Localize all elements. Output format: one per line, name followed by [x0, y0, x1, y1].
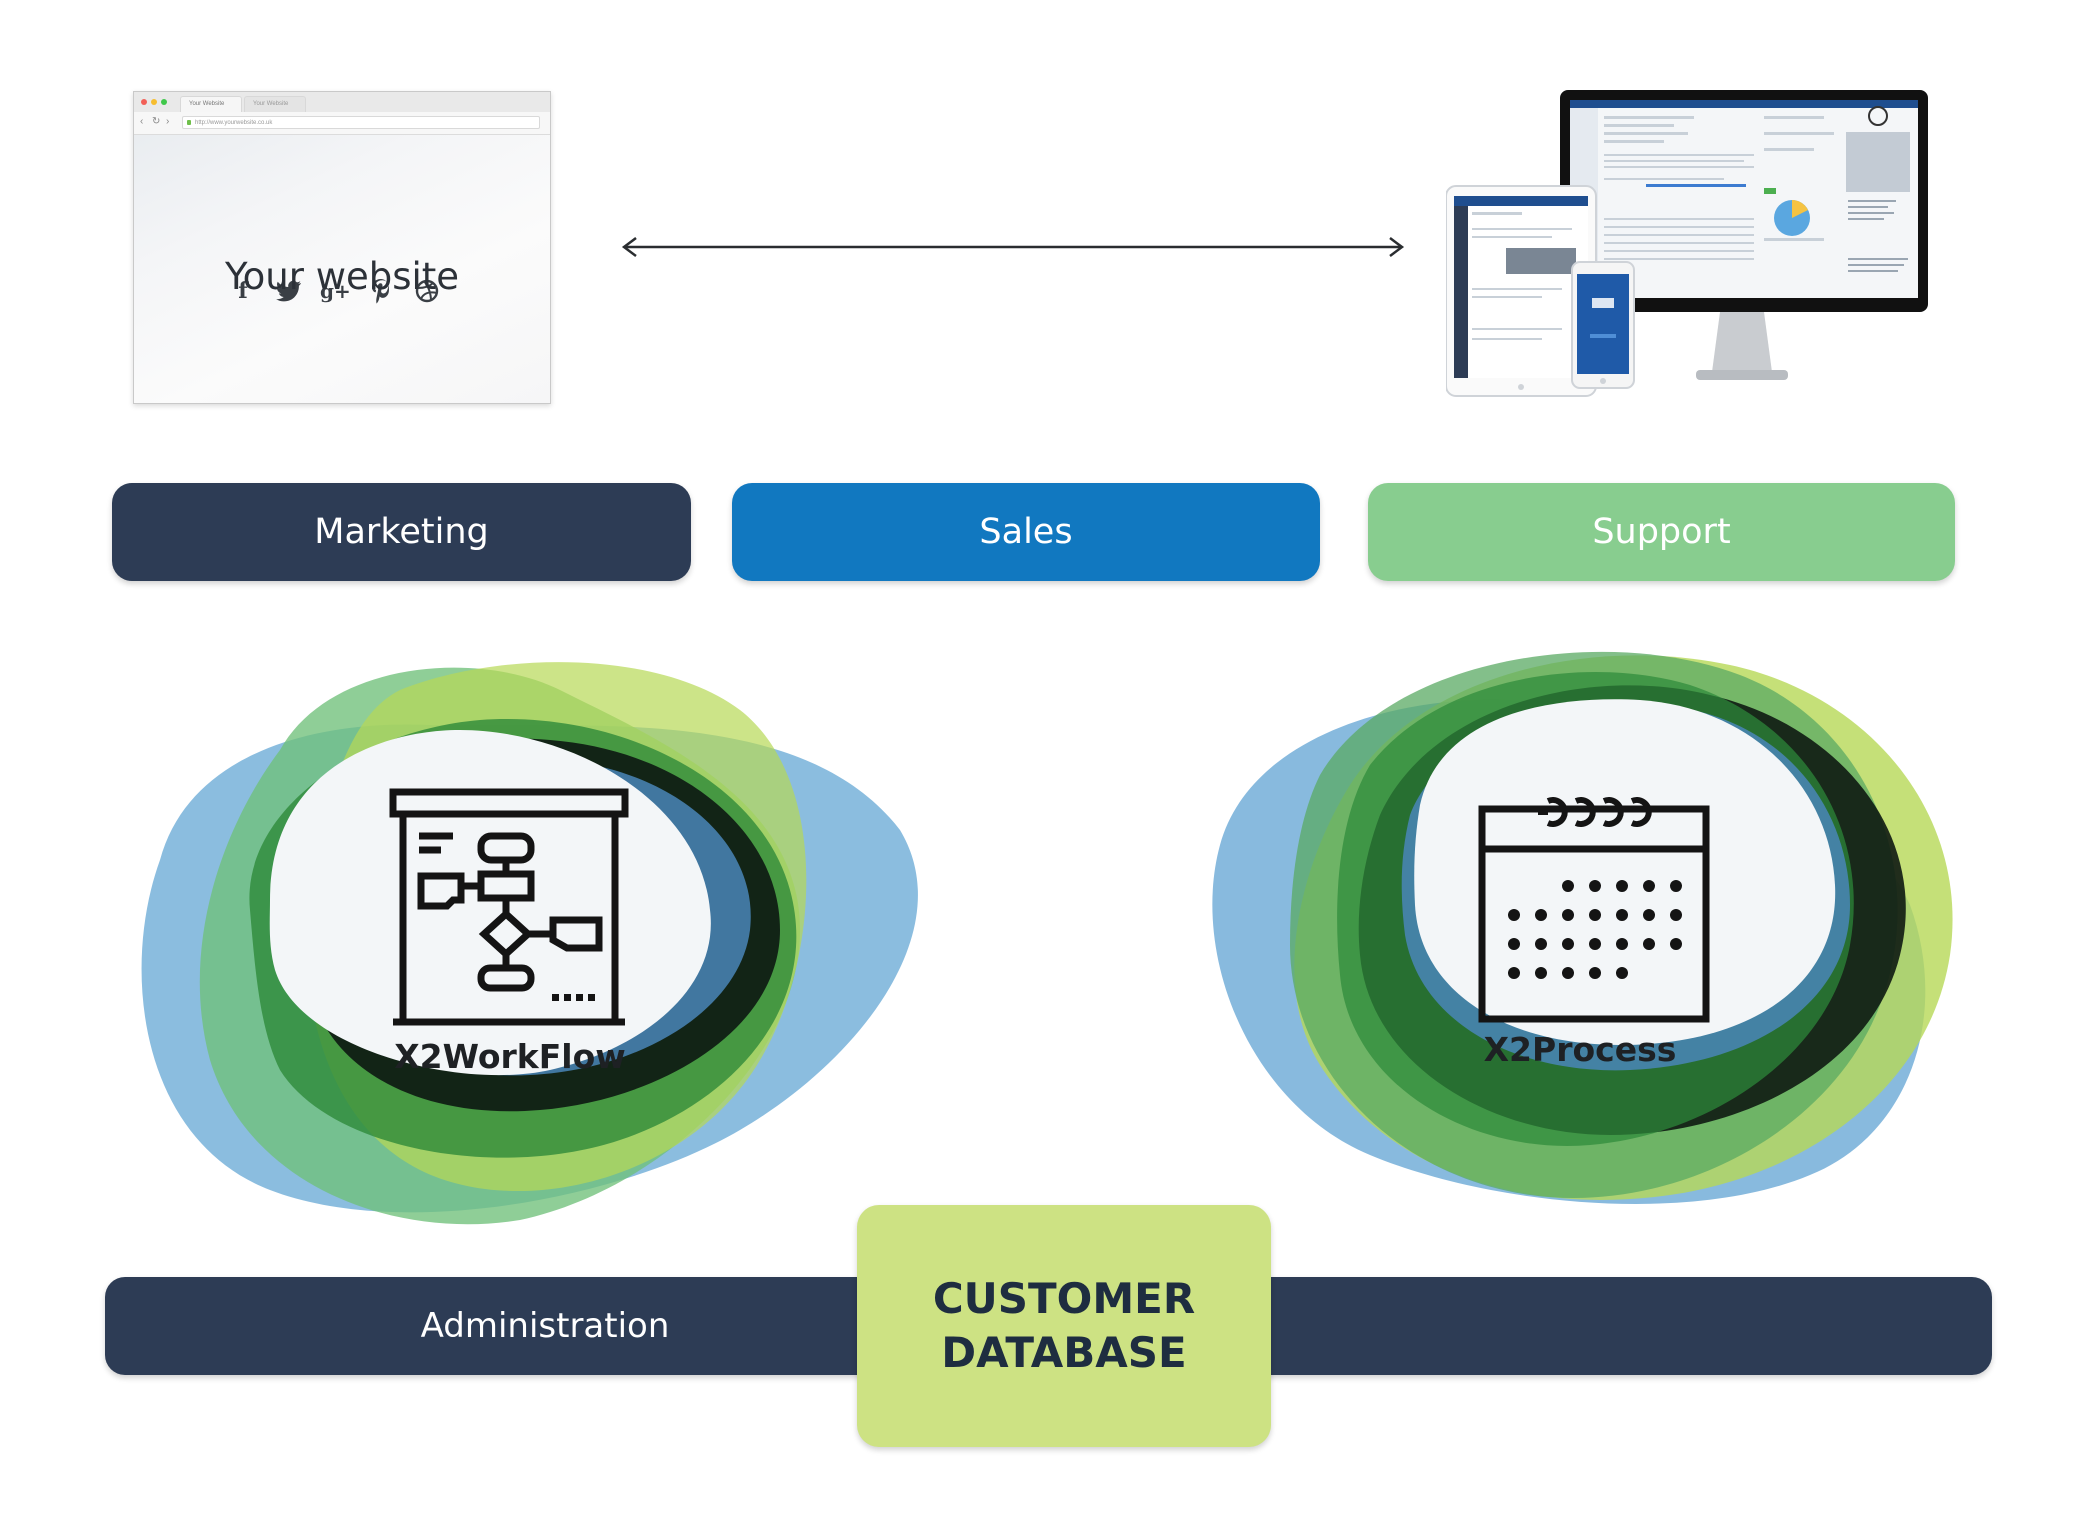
- website-browser-mockup: Your Website Your Website ‹ ↻ › http://w…: [133, 91, 551, 404]
- browser-url-bar: ‹ ↻ › http://www.yourwebsite.co.uk: [134, 112, 550, 135]
- browser-tab-active: Your Website: [180, 96, 242, 112]
- calendar-dots: [1508, 880, 1682, 979]
- phone: [1571, 261, 1635, 389]
- browser-titlebar: Your Website Your Website: [134, 92, 550, 113]
- reload-icon: ↻: [152, 116, 161, 127]
- marketing-bar: Marketing: [112, 483, 691, 581]
- back-arrow-icon: ‹: [140, 116, 144, 127]
- facebook-icon: f: [238, 278, 248, 304]
- google-plus-icon: g+: [320, 279, 351, 303]
- close-dot-icon: [141, 99, 147, 105]
- sales-bar: Sales: [732, 483, 1320, 581]
- database-title-line1: CUSTOMER: [932, 1274, 1196, 1323]
- ellipsis-dots: [552, 994, 595, 1001]
- calendar-icon: [1478, 797, 1710, 1023]
- url-field: http://www.yourwebsite.co.uk: [182, 116, 540, 129]
- twitter-icon: [274, 276, 304, 306]
- administration-label: Administration: [420, 1306, 670, 1346]
- workflow-blob-shapes: [141, 662, 918, 1225]
- bidirectional-arrow: [621, 237, 1405, 257]
- dribbble-icon: [412, 276, 442, 306]
- maximize-dot-icon: [161, 99, 167, 105]
- workflow-blob: [141, 662, 918, 1225]
- devices-illustration: [1446, 90, 1928, 397]
- database-title-line2: DATABASE: [941, 1328, 1187, 1377]
- customer-database-box: CUSTOMER DATABASE: [857, 1205, 1271, 1447]
- process-blob-shapes: [1212, 651, 1953, 1204]
- tablet: [1446, 185, 1597, 397]
- browser-tab-inactive: Your Website: [244, 96, 306, 112]
- support-bar: Support: [1368, 483, 1955, 581]
- process-label: X2Process: [1483, 1030, 1677, 1069]
- workflow-label: X2WorkFlow: [394, 1037, 626, 1076]
- minimize-dot-icon: [151, 99, 157, 105]
- forward-arrow-icon: ›: [166, 116, 170, 127]
- website-title: Your website: [224, 255, 460, 298]
- url-text: http://www.yourwebsite.co.uk: [195, 120, 273, 126]
- process-blob: [1212, 651, 1953, 1204]
- flowchart-board-icon: [389, 788, 629, 1026]
- pinterest-icon: [366, 276, 396, 306]
- lock-icon: [187, 120, 191, 125]
